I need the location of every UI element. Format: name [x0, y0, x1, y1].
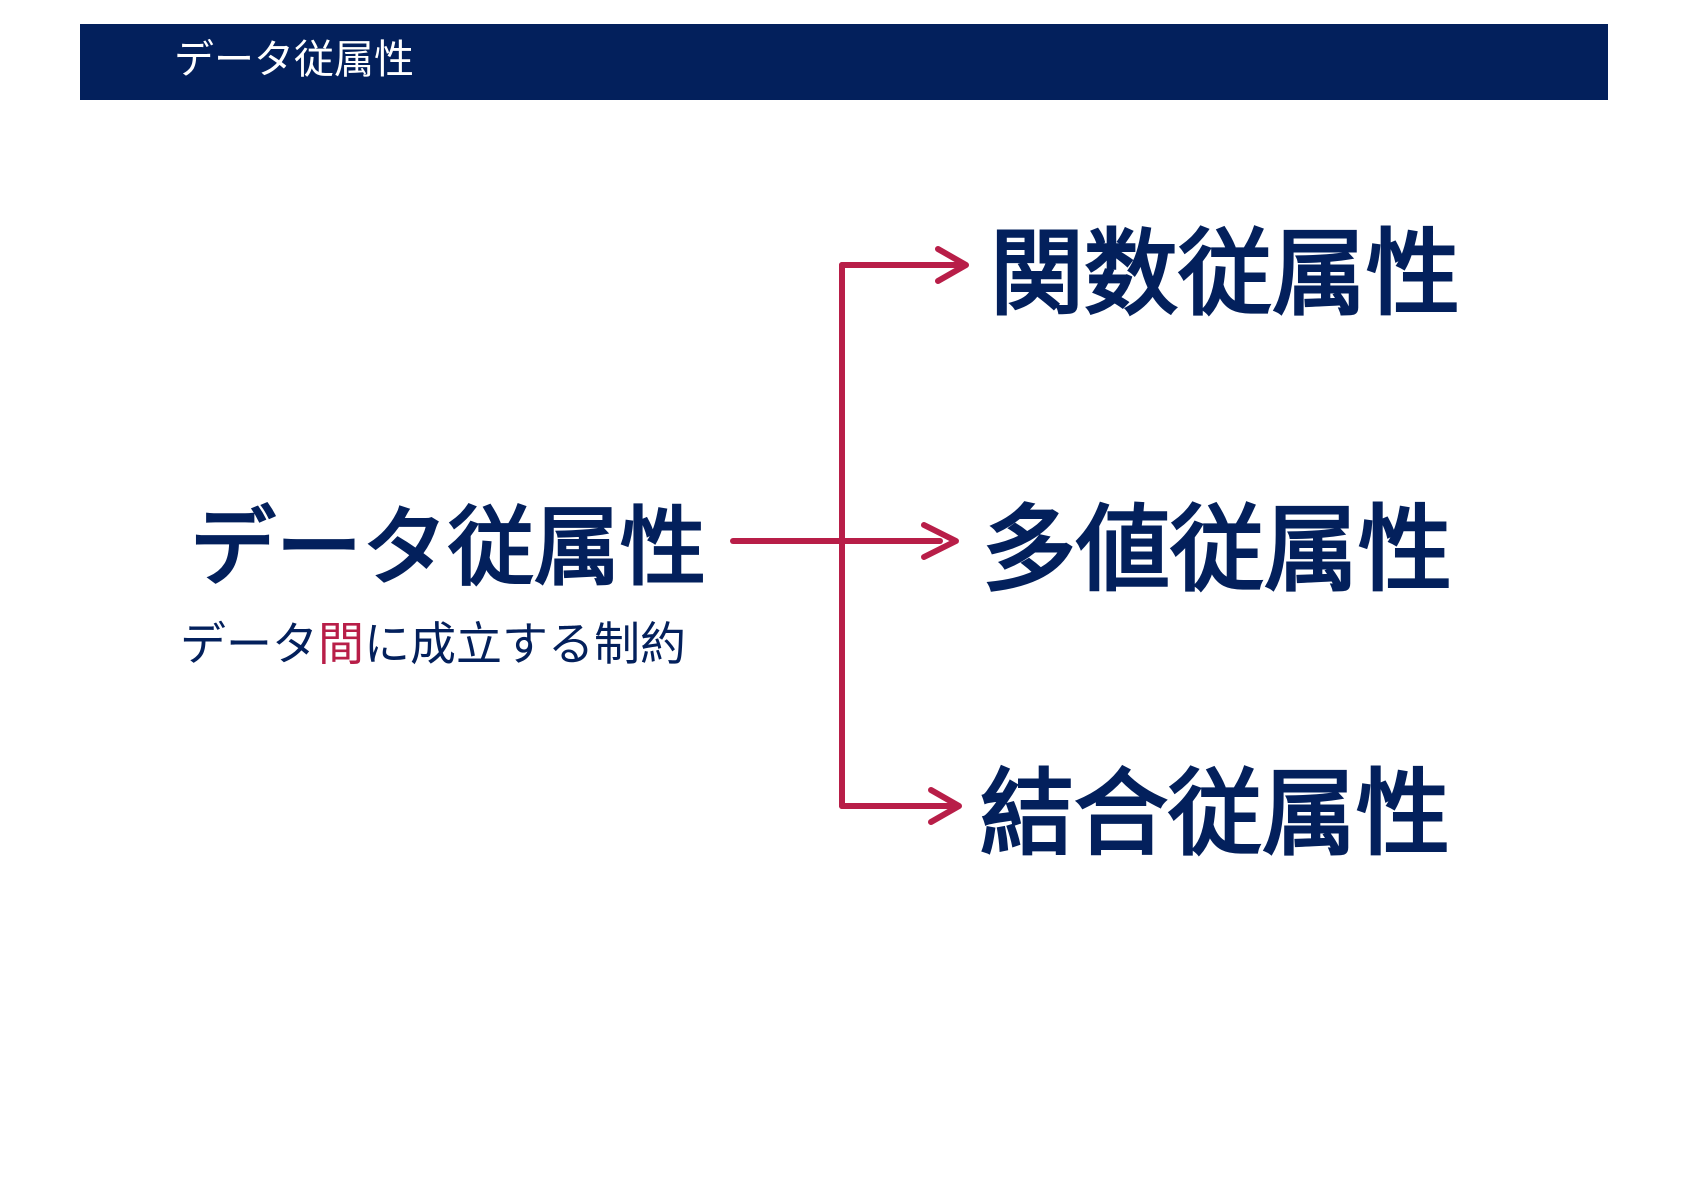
branch-label-join: 結合従属性 — [980, 760, 1451, 869]
subtitle: データ間に成立する制約 — [180, 614, 686, 674]
header-bar: データ従属性 — [80, 24, 1608, 100]
main-title: データ従属性 — [190, 498, 706, 598]
subtitle-accent: 間 — [318, 617, 364, 671]
subtitle-before: データ — [180, 617, 318, 671]
branch-label-functional: 関数従属性 — [990, 220, 1461, 329]
arrowhead-3 — [928, 787, 962, 825]
arrowhead-2 — [921, 522, 959, 560]
branch-label-multivalued: 多値従属性 — [982, 496, 1453, 605]
subtitle-after: に成立する制約 — [364, 617, 686, 671]
header-title: データ従属性 — [174, 37, 414, 83]
arrowhead-1 — [935, 246, 969, 284]
